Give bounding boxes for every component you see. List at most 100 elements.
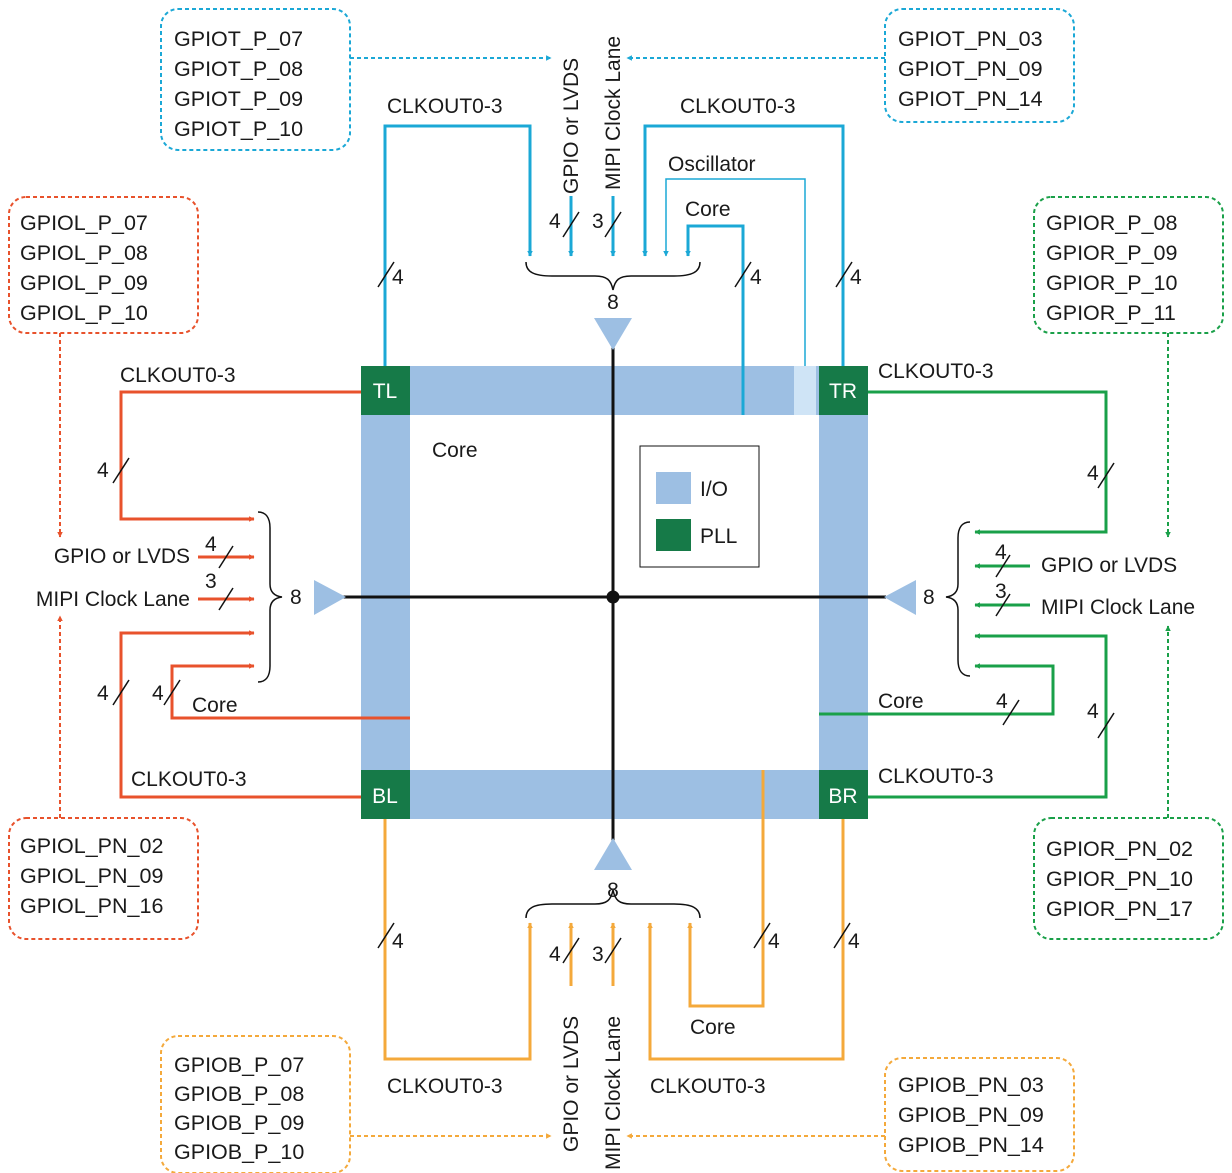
mux-right-triangle (884, 580, 916, 615)
gpior-pn-02: GPIOR_PN_02 (1046, 837, 1193, 861)
gpiot-pn-box (884, 8, 1075, 123)
top-mipi-label: MIPI Clock Lane (602, 36, 625, 190)
bottom-gpio-lvds-label: GPIO or LVDS (560, 1016, 583, 1152)
pll-bl-block (361, 770, 410, 819)
top-core-slash (734, 261, 752, 288)
left-mipi-label: MIPI Clock Lane (36, 588, 190, 611)
gpiot-p-08: GPIOT_P_08 (174, 57, 303, 81)
gpior-pn-17: GPIOR_PN_17 (1046, 897, 1193, 921)
gpior-p-11: GPIOR_P_11 (1046, 301, 1176, 325)
bottom-core-slash (753, 922, 771, 949)
right-mipi-label: MIPI Clock Lane (1041, 596, 1195, 619)
bottom-bl-count: 4 (392, 930, 404, 953)
bottom-mipi-label: MIPI Clock Lane (602, 1016, 625, 1170)
core-label: Core (432, 439, 478, 462)
bottom-mipi-count: 3 (592, 943, 604, 966)
gpior-p-09: GPIOR_P_09 (1046, 241, 1177, 265)
top-core-wire (685, 224, 745, 415)
pll-tl-block (361, 366, 410, 415)
top-mipi-slash (604, 211, 622, 238)
left-mux-count: 8 (290, 586, 302, 609)
bottom-core-wire (687, 770, 765, 1008)
right-br-slash (1097, 712, 1115, 739)
top-gpio-lvds-label: GPIO or LVDS (560, 58, 583, 194)
clock-tree (340, 340, 886, 843)
gpiob-p-10: GPIOB_P_10 (174, 1140, 304, 1164)
gpiob-pn-box (884, 1057, 1075, 1172)
right-clkout-top-label: CLKOUT0-3 (878, 360, 994, 383)
left-tl-slash (112, 457, 130, 484)
gpiol-pn-02: GPIOL_PN_02 (20, 834, 163, 858)
pll-corners: TL TR BL BR (361, 366, 868, 819)
top-mux-count: 8 (607, 291, 619, 314)
gpiol-p-08: GPIOL_P_08 (20, 241, 148, 265)
gpiot-p-box (160, 8, 351, 151)
bottom-br-slash (833, 922, 851, 949)
gpior-pn-box (1033, 817, 1224, 940)
bottom-mipi-slash (604, 937, 622, 964)
left-bl-count: 4 (97, 682, 109, 705)
gpiol-pn-09: GPIOL_PN_09 (20, 864, 163, 888)
gpiol-p-box (8, 196, 199, 334)
legend-pll-label: PLL (700, 525, 737, 548)
left-mipi-count: 3 (205, 570, 217, 593)
right-core-label: Core (878, 690, 924, 713)
gpiot-p-10: GPIOT_P_10 (174, 117, 303, 141)
right-core-slash (1002, 699, 1020, 726)
bottom-core-count: 4 (768, 930, 780, 953)
bottom-core-label: Core (690, 1016, 736, 1039)
bottom-clkout-br-wire (647, 819, 845, 1061)
left-tl-count: 4 (97, 459, 109, 482)
gpiob-p-08: GPIOB_P_08 (174, 1082, 304, 1106)
legend-pll-swatch (656, 519, 691, 551)
pll-br-block (819, 770, 868, 819)
top-oscillator-wire (663, 178, 806, 366)
right-side: GPIOR_P_08 GPIOR_P_09 GPIOR_P_10 GPIOR_P… (819, 196, 1224, 940)
top-clkout-tl-wire (383, 124, 533, 366)
legend-io-swatch (656, 472, 691, 504)
left-gpio-count: 4 (205, 533, 217, 556)
legend: I/O PLL (639, 445, 760, 568)
pll-tr-label: TR (829, 380, 857, 403)
legend-io-label: I/O (700, 478, 728, 501)
left-core-label: Core (192, 694, 238, 717)
top-gpio-slash (562, 211, 580, 238)
gpiob-p-07: GPIOB_P_07 (174, 1053, 304, 1077)
clock-tree-center-node (606, 590, 620, 604)
right-gpio-count: 4 (995, 541, 1007, 564)
gpior-p-box (1033, 196, 1224, 334)
gpiob-pn-14: GPIOB_PN_14 (898, 1133, 1044, 1157)
right-core-wire (819, 663, 1055, 716)
oscillator-block (794, 366, 816, 415)
gpiol-pn-box (8, 817, 199, 940)
pll-tr-block (819, 366, 868, 415)
pll-bl-label: BL (372, 785, 398, 808)
gpiol-p-07: GPIOL_P_07 (20, 211, 148, 235)
gpiot-pn-14: GPIOT_PN_14 (898, 87, 1043, 111)
top-gpio-count: 4 (549, 210, 561, 233)
right-tr-count: 4 (1087, 462, 1099, 485)
right-br-count: 4 (1087, 700, 1099, 723)
top-brace (525, 261, 701, 291)
bottom-clkout-left-label: CLKOUT0-3 (387, 1075, 503, 1098)
right-mipi-slash (995, 593, 1011, 617)
pll-br-label: BR (828, 785, 857, 808)
top-side: GPIOT_P_07 GPIOT_P_08 GPIOT_P_09 GPIOT_P… (160, 8, 1075, 415)
right-brace (945, 521, 971, 677)
gpior-pn-10: GPIOR_PN_10 (1046, 867, 1193, 891)
left-side: GPIOL_P_07 GPIOL_P_08 GPIOL_P_09 GPIOL_P… (8, 196, 410, 940)
top-tr-count: 4 (850, 266, 862, 289)
top-clkout-left-label: CLKOUT0-3 (387, 95, 503, 118)
bottom-gpio-slash (562, 937, 580, 964)
top-tl-count: 4 (392, 266, 404, 289)
left-clkout-tl-wire (119, 390, 361, 522)
top-clkout-tr-wire (642, 124, 845, 366)
gpiol-p-10: GPIOL_P_10 (20, 301, 148, 325)
top-mipi-count: 3 (592, 210, 604, 233)
bottom-clkout-right-label: CLKOUT0-3 (650, 1075, 766, 1098)
left-gpio-lvds-label: GPIO or LVDS (54, 545, 190, 568)
left-clkout-bottom-label: CLKOUT0-3 (131, 768, 247, 791)
right-gpio-slash (995, 554, 1011, 578)
gpiot-p-07: GPIOT_P_07 (174, 27, 303, 51)
